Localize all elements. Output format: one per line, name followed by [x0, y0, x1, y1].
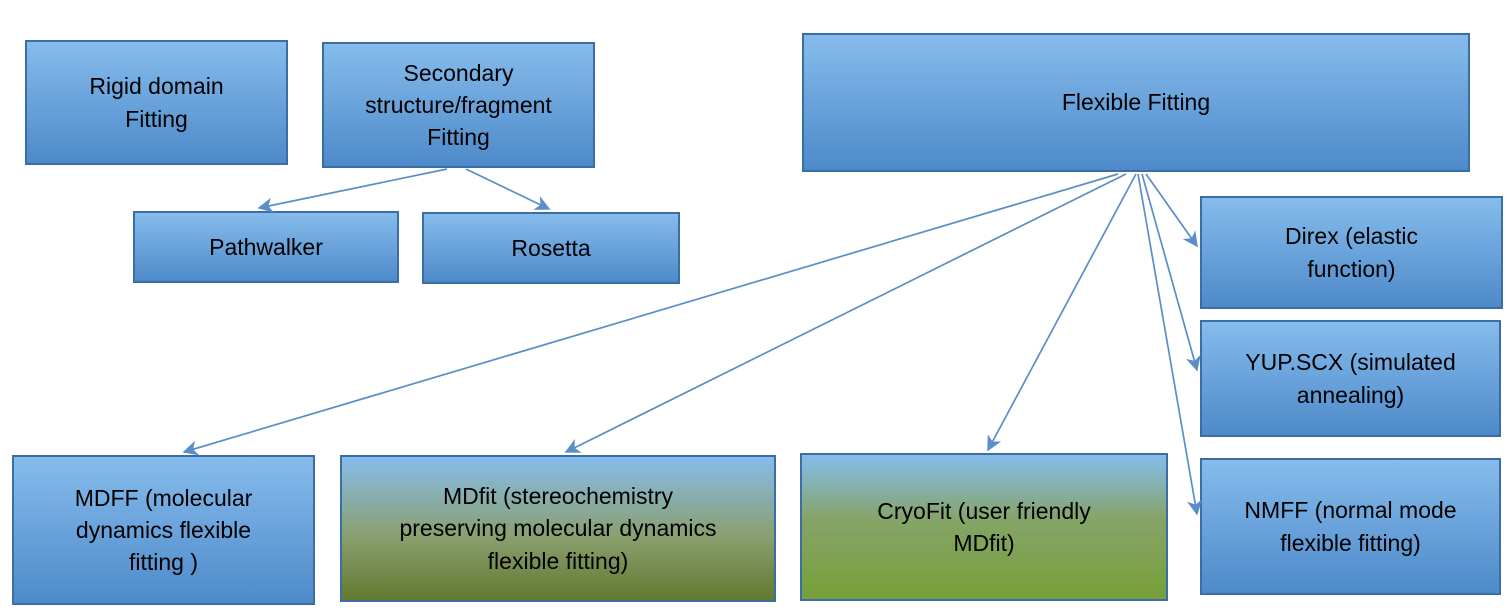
node-label: Rigid domain Fitting	[89, 73, 224, 132]
node-mdfit: MDfit (stereochemistry preserving molecu…	[340, 455, 776, 602]
connector-flexible-to-yup-scx	[1141, 173, 1201, 372]
node-flexible-fitting: Flexible Fitting	[802, 33, 1470, 172]
node-label: MDFF (molecular dynamics flexible fittin…	[74, 484, 253, 576]
node-pathwalker: Pathwalker	[133, 211, 399, 283]
node-rosetta: Rosetta	[422, 212, 680, 284]
node-label: Rosetta	[511, 234, 591, 261]
connector-flexible-to-cryofit	[987, 173, 1137, 452]
node-secondary-structure-fragment-fitting: Secondary structure/fragment Fitting	[322, 42, 595, 168]
node-cryofit: CryoFit (user friendly MDfit)	[800, 453, 1168, 601]
node-label: Secondary structure/fragment Fitting	[365, 59, 552, 151]
node-direx: Direx (elastic function)	[1200, 196, 1503, 309]
node-mdff: MDFF (molecular dynamics flexible fittin…	[12, 455, 315, 605]
node-label: Flexible Fitting	[1061, 89, 1211, 116]
node-label: CryoFit (user friendly MDfit)	[877, 497, 1091, 556]
node-label: Pathwalker	[209, 233, 323, 260]
node-yup-scx: YUP.SCX (simulated annealing)	[1200, 320, 1501, 437]
node-label: Direx (elastic function)	[1285, 223, 1418, 282]
node-rigid-domain-fitting: Rigid domain Fitting	[25, 40, 288, 165]
connector-secondary-to-pathwalker	[257, 168, 448, 213]
connector-flexible-to-direx	[1145, 173, 1198, 248]
node-label: YUP.SCX (simulated annealing)	[1245, 349, 1456, 408]
node-label: MDfit (stereochemistry preserving molecu…	[399, 483, 717, 574]
node-nmff: NMFF (normal mode flexible fitting)	[1200, 458, 1501, 595]
connector-secondary-to-rosetta	[465, 168, 551, 210]
node-label: NMFF (normal mode flexible fitting)	[1244, 497, 1457, 556]
